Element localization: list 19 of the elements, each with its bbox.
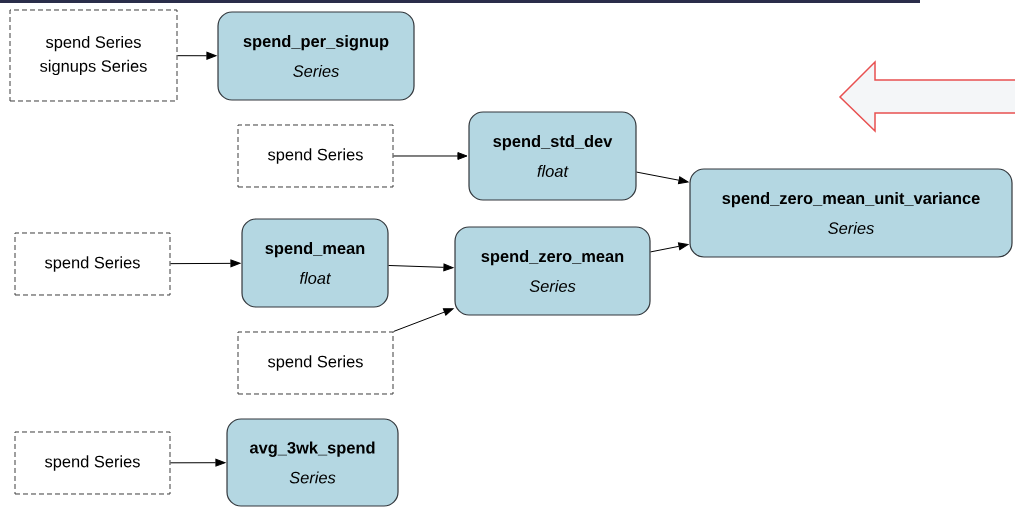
input-box: spend Series	[14, 431, 171, 495]
arrow	[393, 152, 468, 160]
function-box: spend_zero_mean Series	[454, 226, 651, 316]
arrow	[388, 263, 454, 272]
function-box: avg_3wk_spend Series	[226, 418, 399, 507]
arrow	[170, 458, 226, 467]
input-box: spend Series	[14, 232, 171, 296]
arrow	[177, 51, 217, 60]
arrow	[393, 308, 454, 332]
function-box: spend_mean float	[241, 218, 389, 308]
input-box: spend Series signups Series	[9, 9, 178, 102]
function-box: spend_per_signup Series	[217, 11, 415, 101]
function-box: spend_std_dev float	[468, 111, 637, 201]
arrow	[650, 242, 689, 253]
arrow	[636, 171, 689, 185]
input-box: spend Series	[237, 124, 394, 188]
input-box: spend Series	[237, 331, 394, 395]
function-box: spend_zero_mean_unit_variance Series	[689, 168, 1013, 258]
arrow	[170, 259, 241, 268]
